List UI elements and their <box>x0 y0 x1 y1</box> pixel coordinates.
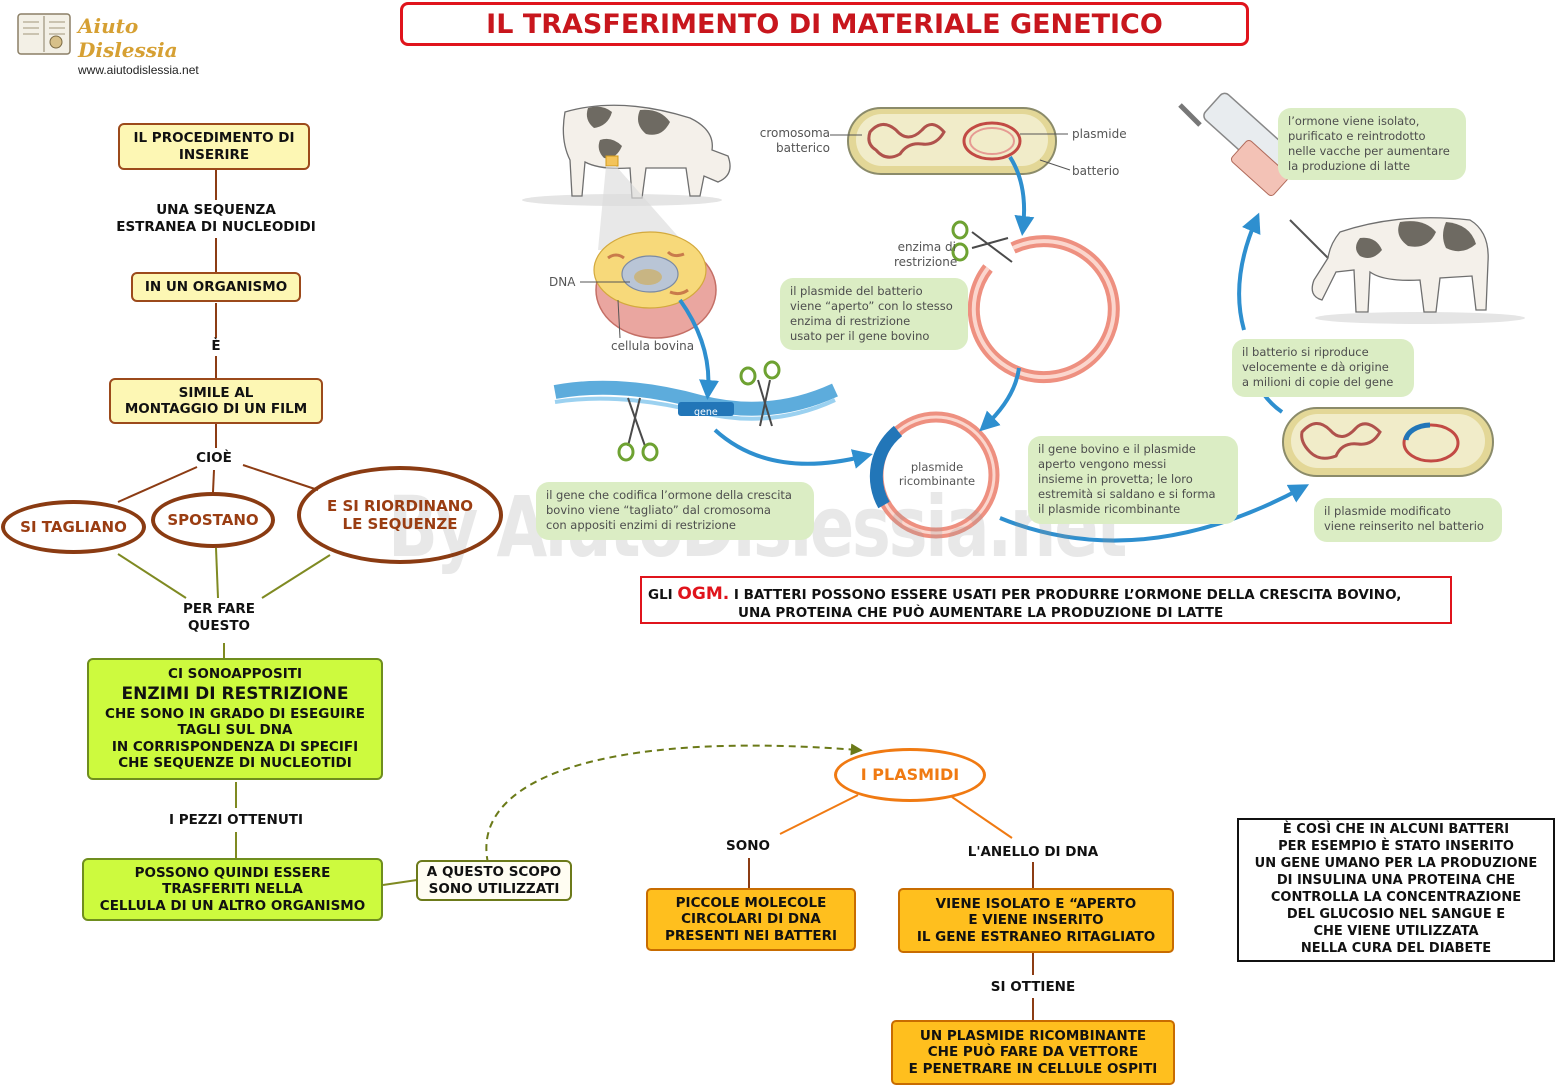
oval-spostano[interactable]: SPOSTANO <box>151 492 275 548</box>
note-gene-plasmide: il gene bovino e il plasmide aperto veng… <box>1028 436 1238 524</box>
node-organismo[interactable]: IN UN ORGANISMO <box>131 272 301 302</box>
node-piccole[interactable]: PICCOLE MOLECOLE CIRCOLARI DI DNA PRESEN… <box>646 888 856 951</box>
ogm-text-1: I BATTERI POSSONO ESSERE USATI PER PRODU… <box>733 587 1402 603</box>
page-title-text: IL TRASFERIMENTO DI MATERIALE GENETICO <box>486 8 1163 40</box>
label-sequenza: UNA SEQUENZA ESTRANEA DI NUCLEODIDI <box>116 202 316 235</box>
ogm-keyword: OGM. <box>677 584 730 604</box>
dark-connectors <box>748 858 1034 1020</box>
label-pezzi: I PEZZI OTTENUTI <box>168 812 304 828</box>
node-isolato[interactable]: VIENE ISOLATO E “APERTO E VIENE INSERITO… <box>898 888 1174 953</box>
node-insulina[interactable]: È COSÌ CHE IN ALCUNI BATTERI PER ESEMPIO… <box>1237 818 1555 962</box>
scissors-icon <box>617 397 659 462</box>
caption-batterio: batterio <box>1072 164 1120 178</box>
page-title: IL TRASFERIMENTO DI MATERIALE GENETICO <box>400 2 1249 46</box>
scissors-icon <box>951 220 1013 263</box>
caption-cromosoma: cromosoma batterico <box>759 126 830 155</box>
node-procedimento[interactable]: IL PROCEDIMENTO DI INSERIRE <box>118 123 310 170</box>
note-riproduce: il batterio si riproduce velocemente e d… <box>1232 339 1414 397</box>
note-plasmide-aperto: il plasmide del batterio viene “aperto” … <box>780 278 968 350</box>
enzimi-rest: CHE SONO IN GRADO DI ESEGUIRE TAGLI SUL … <box>105 705 365 772</box>
caption-cellula: cellula bovina <box>611 339 695 353</box>
gene-insert <box>869 425 903 509</box>
dna-strand <box>553 380 838 416</box>
note-ormone: l’ormone viene isolato, purificato e rei… <box>1278 108 1466 180</box>
concept-connectors <box>117 170 319 503</box>
ogm-text-2: UNA PROTEINA CHE PUÒ AUMENTARE LA PRODUZ… <box>738 605 1224 622</box>
zoom-cone <box>598 166 690 250</box>
bacterium-icon <box>1282 407 1494 477</box>
dashed-arrow-plasmidi <box>485 743 863 864</box>
cell-icon <box>593 231 717 339</box>
syringe-icon <box>1178 92 1331 261</box>
brand-logo[interactable]: Aiuto Dislessia www.aiutodislessia.net <box>78 14 238 77</box>
gene-segment <box>678 402 734 416</box>
node-ricombinante[interactable]: UN PLASMIDE RICOMBINANTE CHE PUÒ FARE DA… <box>891 1020 1175 1085</box>
caption-plasmide: plasmide <box>1072 127 1127 141</box>
scissors-icon <box>739 360 781 427</box>
enzimi-top: CI SONOAPPOSITI <box>168 666 302 683</box>
node-enzimi[interactable]: CI SONOAPPOSITI ENZIMI DI RESTRIZIONE CH… <box>87 658 383 780</box>
oval-riordinano[interactable]: E SI RIORDINANO LE SEQUENZE <box>297 466 503 564</box>
label-e: È <box>211 338 221 354</box>
note-gene-tagliato: il gene che codifica l’ormone della cres… <box>536 482 814 540</box>
brand-url: www.aiutodislessia.net <box>78 63 199 77</box>
label-per-fare: PER FARE QUESTO <box>183 601 255 634</box>
label-cioe: CIOÈ <box>196 450 232 466</box>
process-arrows <box>678 155 1310 543</box>
note-reinserito: il plasmide modificato viene reinserito … <box>1314 498 1502 542</box>
caption-plasmide-ricombinante: plasmide ricombinante <box>898 460 976 489</box>
node-simile[interactable]: SIMILE AL MONTAGGIO DI UN FILM <box>109 378 323 424</box>
bacterium-icon <box>847 107 1057 175</box>
node-trasferiti[interactable]: POSSONO QUINDI ESSERE TRASFERITI NELLA C… <box>82 858 383 921</box>
oval-tagliano[interactable]: SI TAGLIANO <box>1 500 146 554</box>
label-sono: SONO <box>726 838 770 854</box>
logo-book-icon <box>17 13 71 55</box>
node-scopo[interactable]: A QUESTO SCOPO SONO UTILIZZATI <box>416 860 572 901</box>
label-anello: L'ANELLO DI DNA <box>967 844 1099 860</box>
oval-plasmidi[interactable]: I PLASMIDI <box>834 748 986 802</box>
ogm-prefix: GLI <box>648 587 673 603</box>
caption-gene: gene <box>694 407 718 418</box>
label-si-ottiene: SI OTTIENE <box>990 979 1076 995</box>
cow-icon <box>1311 217 1525 324</box>
orange-connectors <box>779 794 1013 839</box>
olive-connectors <box>117 547 418 886</box>
caption-dna: DNA <box>549 275 576 289</box>
caption-enzima: enzima di restrizione <box>894 240 958 269</box>
ogm-banner: GLI OGM. I BATTERI POSSONO ESSERE USATI … <box>640 576 1452 624</box>
enzimi-big: ENZIMI DI RESTRIZIONE <box>121 683 349 704</box>
brand-name: Aiuto Dislessia <box>78 14 178 62</box>
ogm-line-1: GLI OGM. I BATTERI POSSONO ESSERE USATI … <box>648 583 1450 605</box>
